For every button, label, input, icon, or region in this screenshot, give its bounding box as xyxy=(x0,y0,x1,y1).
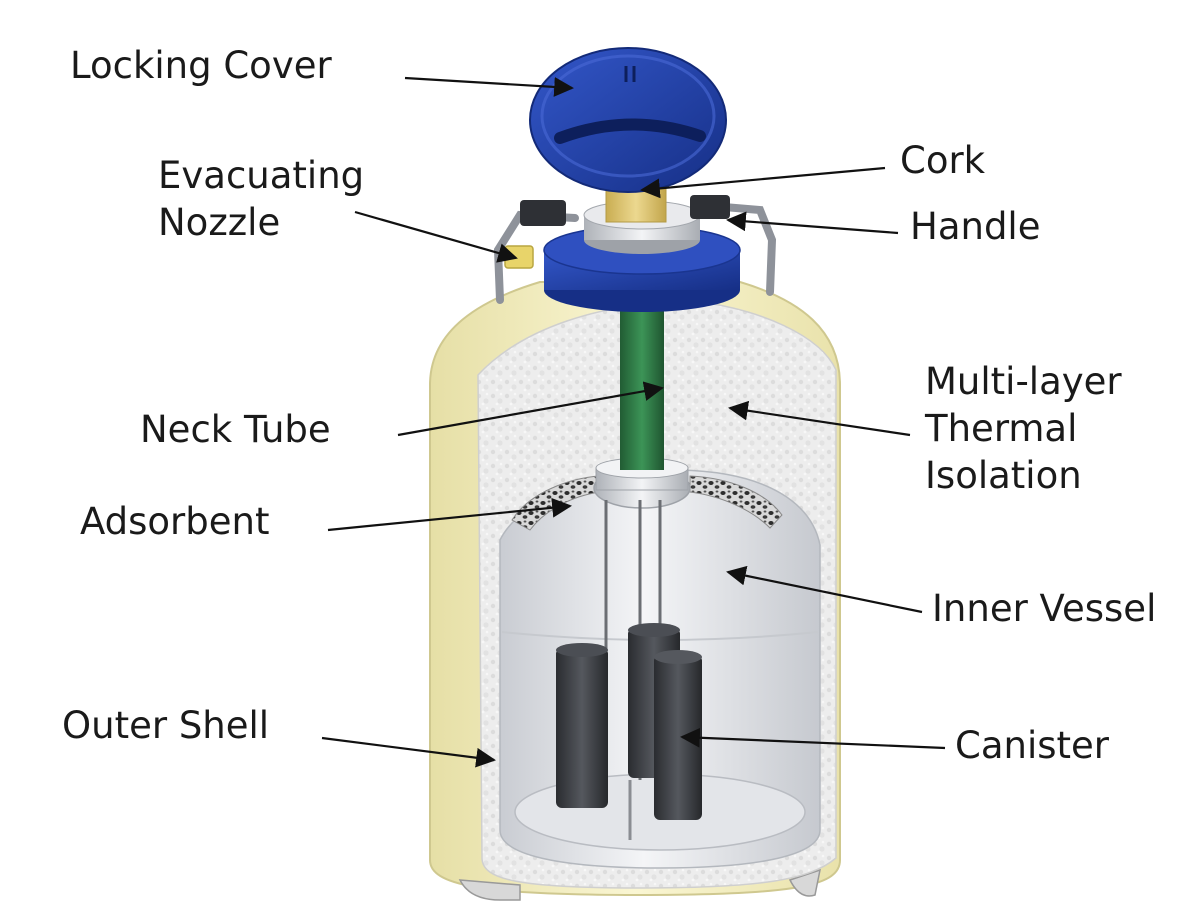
canisters xyxy=(556,623,702,820)
arrow-thermal-isolation xyxy=(728,400,911,437)
arrow-inner-vessel xyxy=(726,565,923,614)
label-thermal-isolation-line1: Multi-layer xyxy=(925,360,1122,403)
label-thermal-isolation-line3: Isolation xyxy=(925,454,1082,497)
arrow-cork xyxy=(640,166,886,199)
arrow-locking-cover xyxy=(404,76,574,97)
leader-arrows xyxy=(321,76,946,768)
locking-cover xyxy=(529,47,727,193)
arrow-handle xyxy=(726,211,899,235)
handle-hinges xyxy=(520,195,730,226)
arrow-evacuating-nozzle xyxy=(354,210,518,263)
arrow-neck-tube xyxy=(397,381,664,437)
label-adsorbent: Adsorbent xyxy=(80,500,270,543)
label-canister: Canister xyxy=(955,724,1109,767)
label-neck-tube: Neck Tube xyxy=(140,408,331,451)
label-cork: Cork xyxy=(900,139,986,182)
neck-tube xyxy=(620,300,664,470)
arrow-canister xyxy=(680,727,946,750)
label-locking-cover: Locking Cover xyxy=(70,44,332,87)
label-inner-vessel: Inner Vessel xyxy=(932,587,1157,630)
label-thermal-isolation-line2: Thermal xyxy=(925,407,1078,450)
label-evacuating-nozzle-line2: Nozzle xyxy=(158,201,281,244)
label-evacuating-nozzle-line1: Evacuating xyxy=(158,154,365,197)
arrow-adsorbent xyxy=(327,497,572,532)
arrow-outer-shell xyxy=(321,736,496,768)
canister-front xyxy=(654,650,702,820)
label-outer-shell: Outer Shell xyxy=(62,704,270,747)
label-evacuating-nozzle: Evacuating Nozzle xyxy=(158,152,364,246)
canister-left xyxy=(556,643,608,808)
label-thermal-isolation: Multi-layer Thermal Isolation xyxy=(925,358,1122,499)
label-handle: Handle xyxy=(910,205,1041,248)
